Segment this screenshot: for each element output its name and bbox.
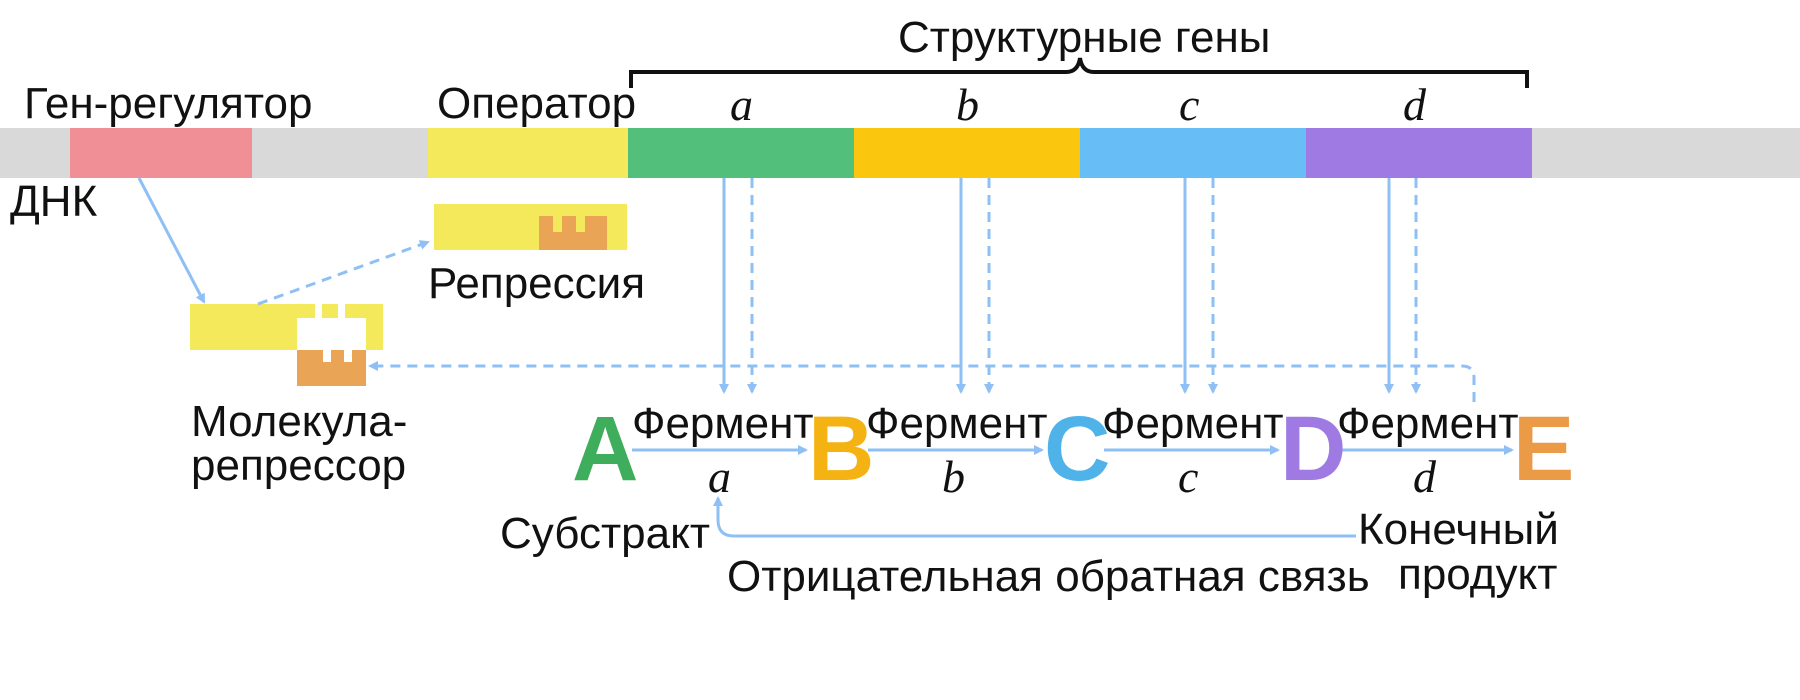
repressor-molecule-shape (190, 304, 383, 386)
enzyme-letter-c: c (1178, 451, 1199, 502)
gene-letter-b: b (956, 79, 979, 130)
operator-label: Оператор (437, 79, 637, 128)
repressor-molecule-label-1: Молекула- (191, 397, 408, 446)
enzyme-label-b: Фермент (866, 399, 1048, 448)
repressor-molecule-label-2: репрессор (191, 441, 407, 490)
gene-segment-a (628, 128, 854, 178)
negative-feedback-arrow (713, 496, 1356, 538)
metabolite-D: D (1280, 398, 1347, 500)
metabolite-C: C (1044, 398, 1111, 500)
negative-feedback-label: Отрицательная обратная связь (727, 552, 1370, 601)
operator-segment (428, 128, 628, 178)
gene-letter-d: d (1403, 79, 1426, 130)
end-product-label-1: Конечный (1358, 505, 1559, 554)
gene-segment-d (1306, 128, 1532, 178)
substrate-label: Субстракт (500, 509, 710, 558)
regulator-to-repressor-arrow (137, 177, 206, 304)
structural-genes-brace (629, 57, 1529, 88)
repression-label: Репрессия (428, 259, 646, 308)
repressor-to-operator-arrow (257, 240, 430, 306)
enzyme-letter-b: b (942, 451, 965, 502)
gene-letter-a: a (730, 79, 753, 130)
gene-segment-c (1080, 128, 1306, 178)
regulator-gene-label: Ген-регулятор (24, 79, 313, 128)
metabolite-A: A (572, 398, 639, 500)
regulator-gene-segment (70, 128, 252, 178)
metabolite-B: B (808, 398, 875, 500)
dna-label: ДНК (10, 177, 98, 226)
gene-letter-c: c (1179, 79, 1200, 130)
repression-complex (434, 204, 627, 250)
metabolite-E: E (1513, 398, 1575, 500)
end-product-label-2: продукт (1398, 550, 1558, 599)
gene-segment-b (854, 128, 1080, 178)
enzyme-letter-a: a (708, 451, 731, 502)
end-product-to-repressor-arrow (368, 361, 1476, 402)
enzyme-label-d: Фермент (1337, 399, 1519, 448)
enzyme-letter-d: d (1413, 451, 1436, 502)
enzyme-label-a: Фермент (632, 399, 814, 448)
enzyme-label-c: Фермент (1102, 399, 1284, 448)
structural-genes-label: Структурные гены (898, 13, 1271, 62)
